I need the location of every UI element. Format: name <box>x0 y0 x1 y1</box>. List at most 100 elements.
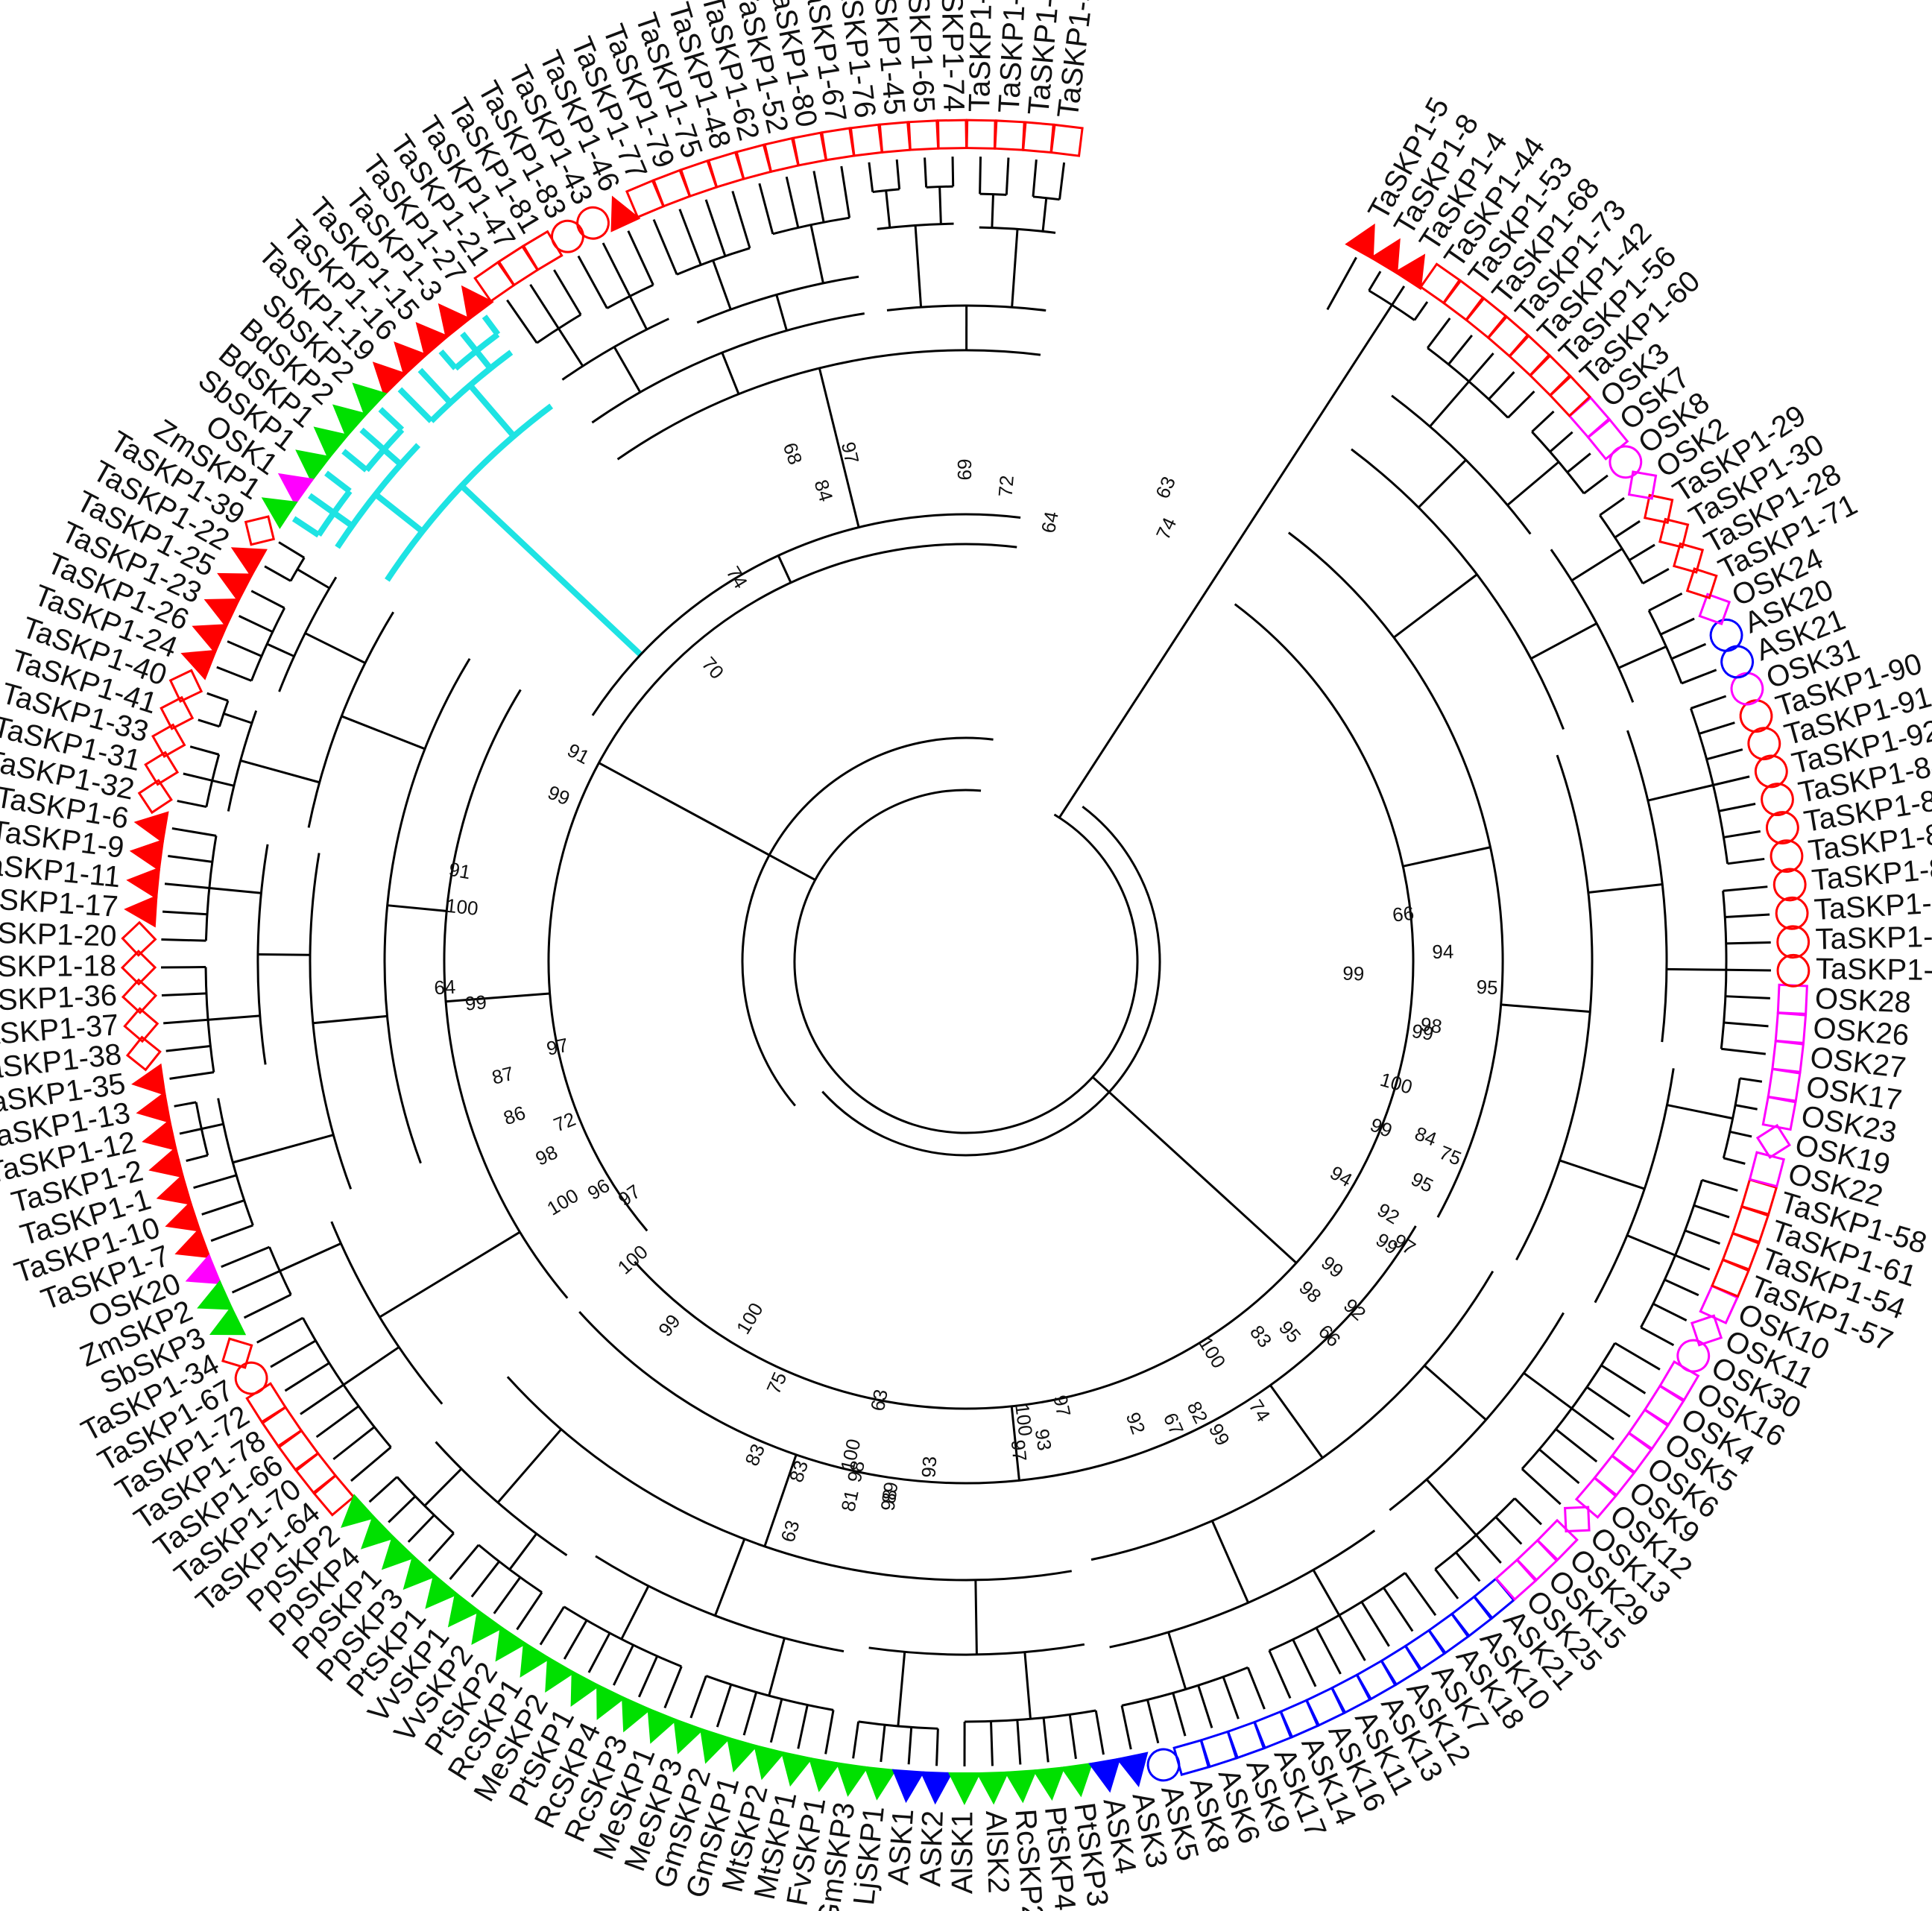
leaf-marker <box>394 341 429 377</box>
leaf-label: TaSKP1-74 <box>935 0 970 112</box>
leaf-marker <box>192 624 229 654</box>
leaf-marker <box>180 649 218 680</box>
clade-stem <box>1402 846 1491 868</box>
bootstrap-value: 97 <box>1049 1393 1075 1419</box>
leaf-label: AlSK2 <box>979 1810 1015 1895</box>
leaf-marker <box>1369 238 1401 275</box>
leaf-branch <box>1600 1364 1647 1394</box>
leaf-marker <box>245 1382 287 1424</box>
bootstrap-value: 99 <box>654 1310 685 1341</box>
leaf-branch <box>378 407 405 432</box>
leaf-marker <box>1418 262 1462 305</box>
clade-stem <box>341 715 426 751</box>
clade-stem <box>467 383 517 438</box>
leaf-branch <box>1648 593 1683 612</box>
leaf-branch <box>206 692 229 702</box>
bootstrap-value: 68 <box>779 440 807 467</box>
leaf-marker <box>1472 1577 1515 1620</box>
leaf-branch <box>529 284 560 329</box>
clade-arc <box>1368 289 1415 321</box>
leaf-marker <box>360 1514 396 1550</box>
leaf-marker <box>148 1146 185 1178</box>
bootstrap-value: 99 <box>1410 1020 1435 1045</box>
bootstrap-value: 69 <box>953 459 976 481</box>
leaf-branch <box>368 1476 398 1503</box>
leaf-branch <box>238 614 274 634</box>
leaf-branch <box>179 1128 202 1135</box>
leaf-label: TaSKP1-85 <box>1815 920 1932 956</box>
leaf-branch <box>161 938 206 942</box>
leaf-marker <box>261 1406 303 1448</box>
clade-stem <box>777 555 792 584</box>
clade-arc <box>195 1102 209 1156</box>
leaf-branch <box>1570 1407 1614 1441</box>
leaf-branch <box>332 1426 376 1461</box>
leaf-branch <box>1670 642 1707 660</box>
leaf-branch <box>1614 519 1641 539</box>
leaf-marker <box>261 497 298 529</box>
leaf-marker <box>1535 1518 1579 1561</box>
leaf-marker <box>1776 925 1811 959</box>
leaf-marker <box>621 1696 652 1733</box>
leaf-marker <box>497 244 540 287</box>
bootstrap-value: 100 <box>1194 1333 1230 1372</box>
bootstrap-value: 98 <box>843 1459 869 1485</box>
bootstrap-value: 100 <box>445 894 479 920</box>
leaf-marker <box>1116 1752 1149 1787</box>
clade-stem <box>212 779 235 787</box>
clade-stem <box>613 346 642 393</box>
leaf-branch <box>1664 1278 1699 1297</box>
leaf-marker <box>129 838 165 872</box>
leaf-marker <box>151 723 186 758</box>
leaf-branch <box>1032 159 1038 198</box>
leaf-branch <box>388 1495 417 1523</box>
leaf-branch <box>231 1269 280 1294</box>
leaf-branch <box>221 1245 271 1269</box>
leaf-marker <box>1305 1686 1346 1727</box>
bootstrap-value: 63 <box>776 1517 804 1544</box>
clade-stem <box>1091 1075 1298 1264</box>
leaf-branch <box>1566 452 1591 473</box>
clade-stem <box>201 1122 224 1131</box>
leaf-label: TaSKP1-20 <box>0 916 117 953</box>
clade-stem <box>818 367 860 528</box>
leaf-branch <box>1383 1587 1414 1632</box>
leaf-branch <box>1507 391 1535 419</box>
leaf-marker <box>165 1201 202 1232</box>
leaf-marker <box>1698 593 1731 626</box>
bootstrap-value: 83 <box>1246 1321 1276 1351</box>
leaf-branch <box>1699 721 1735 735</box>
clade-stem <box>1023 1652 1032 1719</box>
bootstrap-value: 99 <box>1317 1251 1348 1283</box>
leaf-branch <box>539 1605 565 1646</box>
leaf-marker <box>125 1035 162 1072</box>
leaf-branch <box>704 199 727 257</box>
leaf-branch <box>935 1728 939 1766</box>
leaf-branch <box>177 800 207 809</box>
leaf-branch <box>198 718 220 728</box>
leaf-branch <box>990 1721 994 1766</box>
leaf-branch <box>1729 1130 1752 1138</box>
clade-arc <box>616 349 1041 461</box>
leaf-branch <box>1723 1157 1746 1165</box>
bootstrap-value: 99 <box>464 991 487 1014</box>
clade-stem <box>1269 1384 1324 1459</box>
clade-stem <box>1559 1159 1645 1190</box>
leaf-branch <box>1713 775 1750 786</box>
clade-arc <box>536 313 581 344</box>
clade-stem <box>209 887 262 894</box>
leaf-branch <box>868 162 874 192</box>
leaf-marker <box>570 1670 601 1708</box>
clade-stem <box>712 259 732 310</box>
leaf-branch <box>493 1576 522 1614</box>
leaf-branch <box>769 1699 783 1743</box>
clade-stem <box>1500 1003 1591 1014</box>
leaf-branch <box>162 910 208 916</box>
bootstrap-value: 98 <box>532 1140 561 1169</box>
clade-stem <box>1617 645 1667 669</box>
clade-stem <box>885 190 891 228</box>
leaf-marker <box>1049 123 1084 157</box>
leaf-marker <box>144 751 180 786</box>
bootstrap-value: 97 <box>614 1180 645 1210</box>
leaf-marker <box>726 1736 759 1773</box>
